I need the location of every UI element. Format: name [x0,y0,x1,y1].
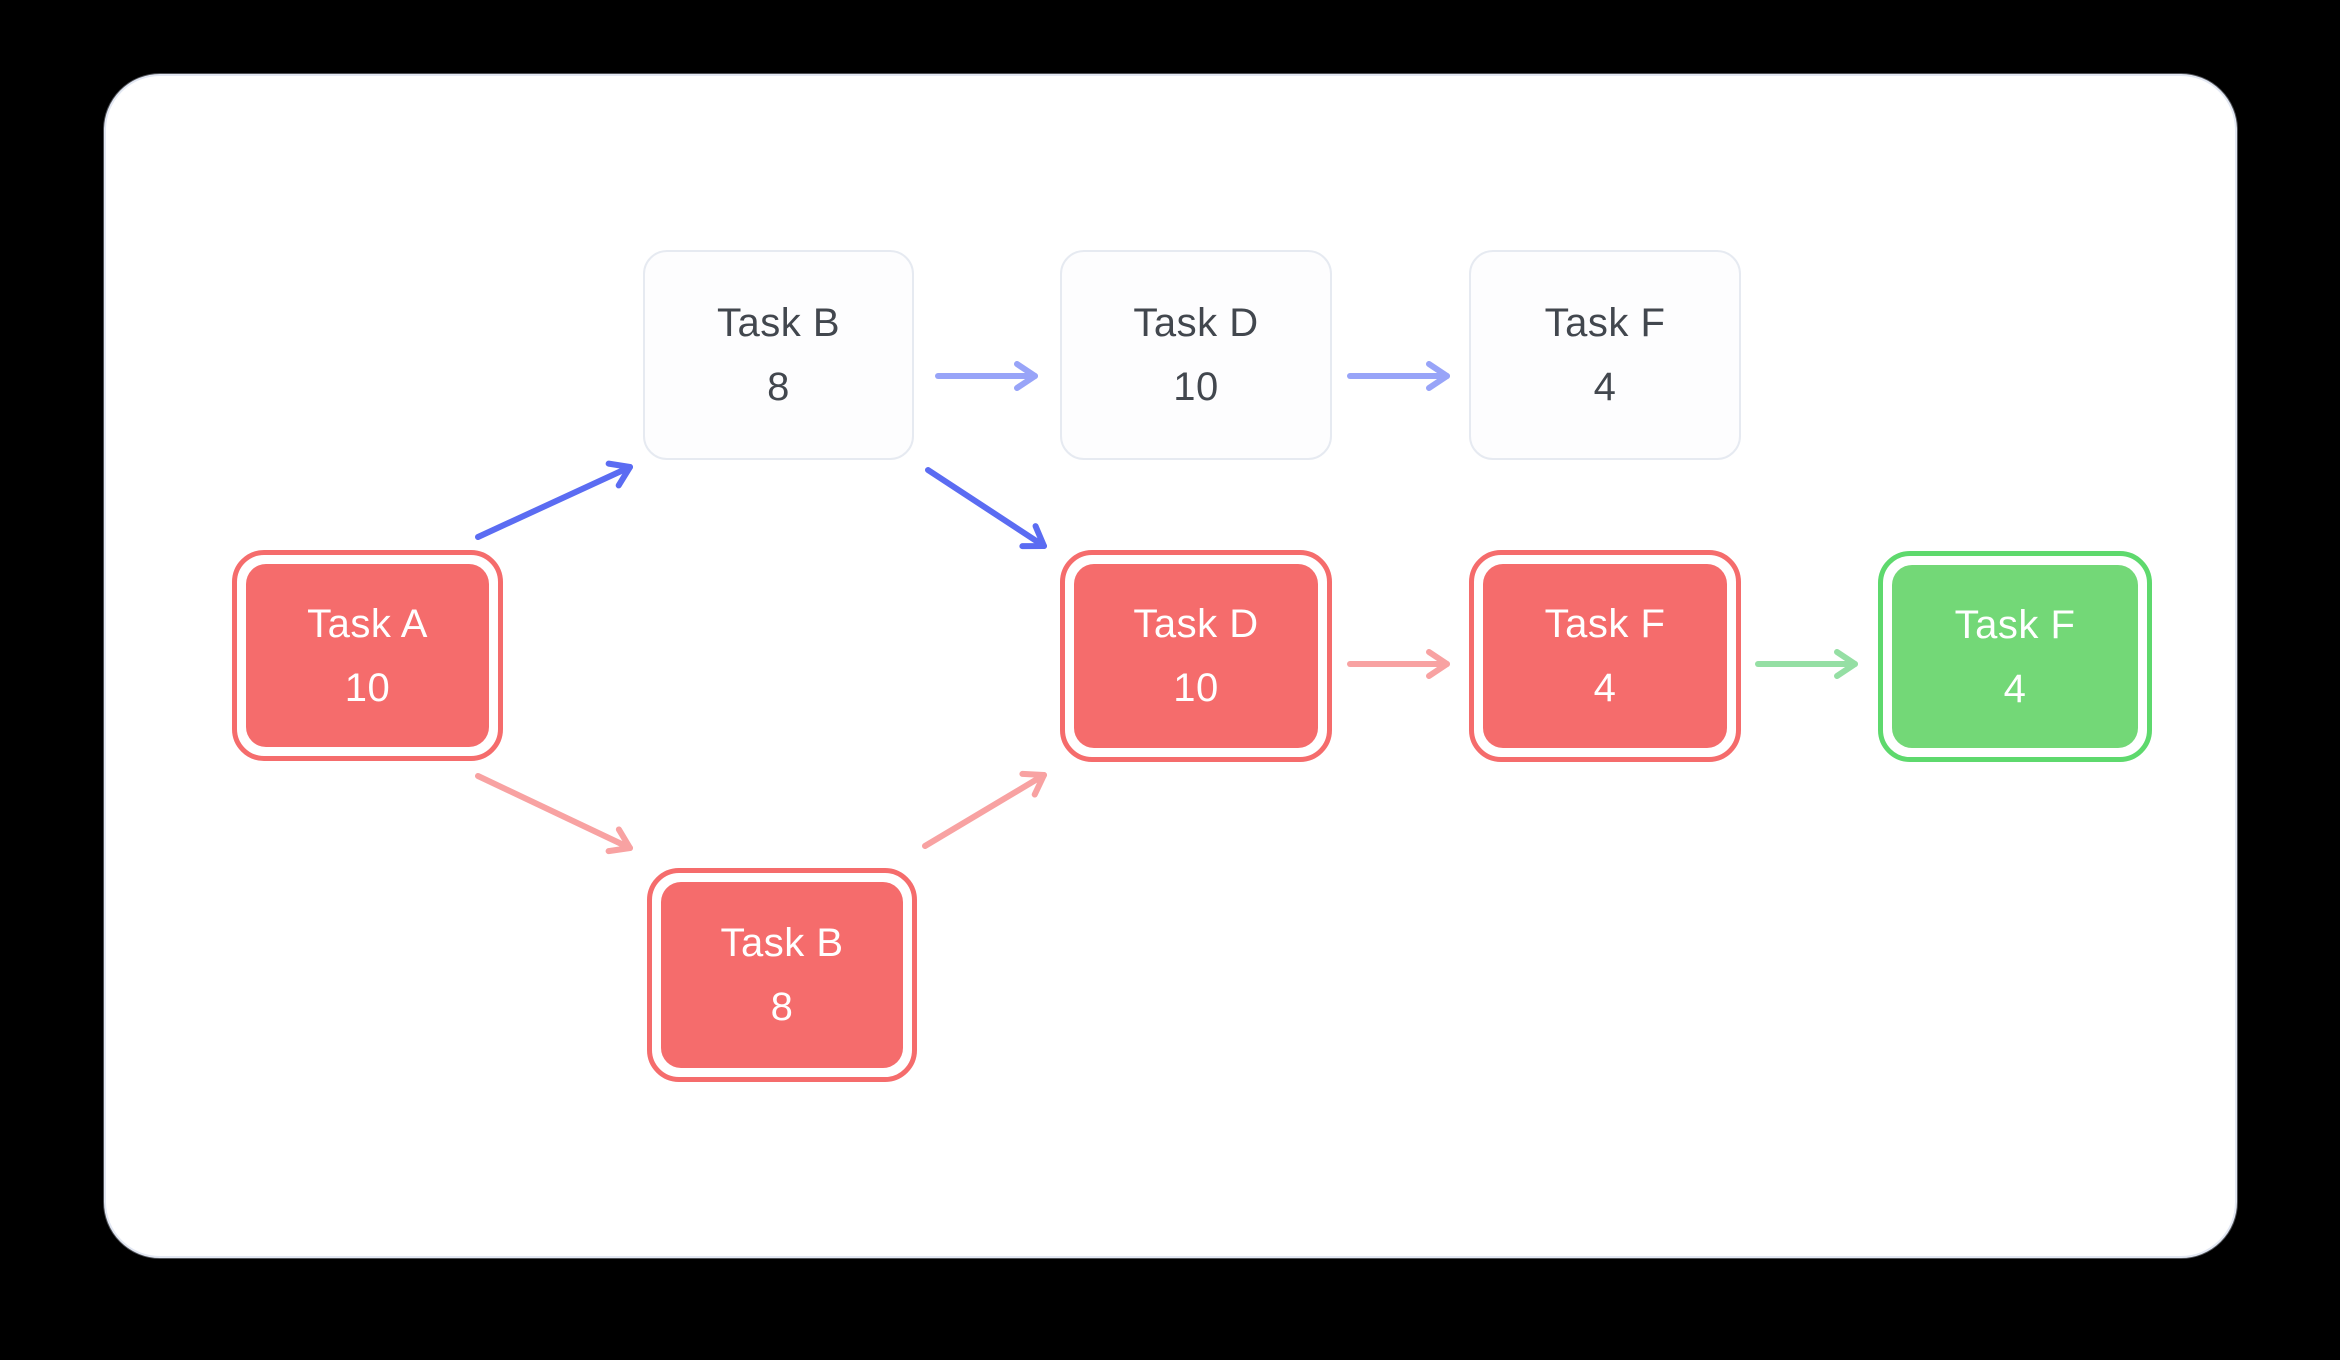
node-box: Task D 10 [1074,564,1318,748]
node-box: Task B 8 [643,250,914,460]
node-box: Task D 10 [1060,250,1332,460]
node-value: 10 [1173,666,1219,710]
node-value: 8 [770,985,794,1029]
node-label: Task B [716,301,841,345]
node-box: Task F 4 [1469,250,1741,460]
node-value: 4 [1593,666,1617,710]
node-value: 8 [767,365,790,409]
node-box: Task F 4 [1892,565,2138,748]
node-task-f[interactable]: Task F 4 [1469,550,1741,762]
node-label: Task D [1133,602,1259,646]
node-label: Task F [1544,602,1666,646]
node-task-a[interactable]: Task A 10 [232,550,503,761]
node-box: Task B 8 [661,882,903,1068]
node-label: Task A [307,601,428,646]
node-label: Task F [1954,602,2076,647]
node-label: Task B [720,921,844,965]
node-box: Task A 10 [246,564,489,747]
node-task-f-projected[interactable]: Task F 4 [1469,250,1741,460]
node-value: 4 [1593,365,1617,409]
node-value: 10 [344,665,391,710]
node-label: Task D [1133,301,1259,345]
node-value: 10 [1173,365,1219,409]
node-task-d[interactable]: Task D 10 [1060,550,1332,762]
node-box: Task F 4 [1483,564,1727,748]
node-label: Task F [1544,301,1666,345]
node-value: 4 [2003,666,2027,711]
node-task-b-projected[interactable]: Task B 8 [643,250,914,460]
node-task-f-done[interactable]: Task F 4 [1878,551,2152,762]
node-task-b[interactable]: Task B 8 [647,868,917,1082]
node-task-d-projected[interactable]: Task D 10 [1060,250,1332,460]
